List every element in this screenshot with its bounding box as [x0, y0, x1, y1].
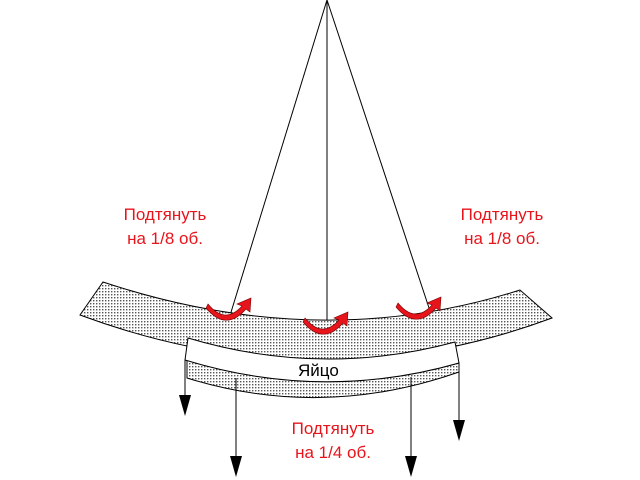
label-line: на 1/8 об. — [464, 229, 540, 248]
label-line: Подтянуть — [460, 205, 544, 224]
arrow-down-icon — [179, 395, 191, 416]
egg-label: Яйцо — [298, 361, 339, 380]
label-line: Подтянуть — [291, 419, 375, 438]
left-tighten-label: Подтянуть на 1/8 об. — [100, 203, 230, 251]
upper-band — [79, 281, 553, 361]
down-arrows — [179, 360, 465, 477]
rotate-arrow-icon — [395, 296, 442, 320]
suspension-lines — [227, 0, 434, 342]
right-tighten-label: Подтянуть на 1/8 об. — [437, 203, 567, 251]
arrow-down-icon — [230, 456, 242, 477]
rotate-arrows — [205, 296, 442, 335]
label-line: Подтянуть — [123, 205, 207, 224]
label-line: на 1/4 об. — [295, 443, 371, 462]
arrow-down-icon — [453, 420, 465, 441]
rotate-arrow-icon — [205, 297, 252, 321]
rotate-arrow-icon — [302, 311, 349, 335]
arrow-down-icon — [405, 456, 417, 477]
bottom-tighten-label: Подтянуть на 1/4 об. — [268, 417, 398, 465]
label-line: на 1/8 об. — [127, 229, 203, 248]
